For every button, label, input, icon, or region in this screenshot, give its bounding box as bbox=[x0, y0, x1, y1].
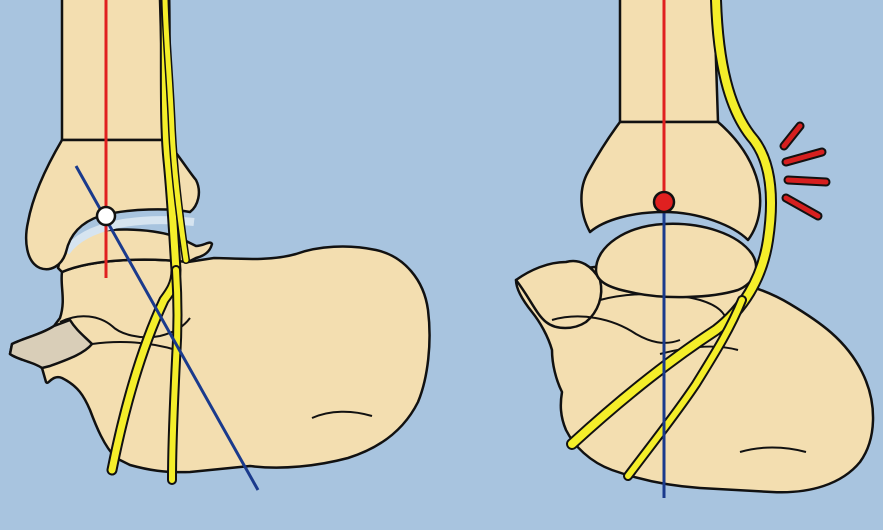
left-pivot-point bbox=[97, 207, 115, 225]
right-pivot-point bbox=[654, 192, 674, 212]
left-tibia-shaft bbox=[62, 0, 164, 140]
right-tibia-shaft bbox=[620, 0, 718, 122]
